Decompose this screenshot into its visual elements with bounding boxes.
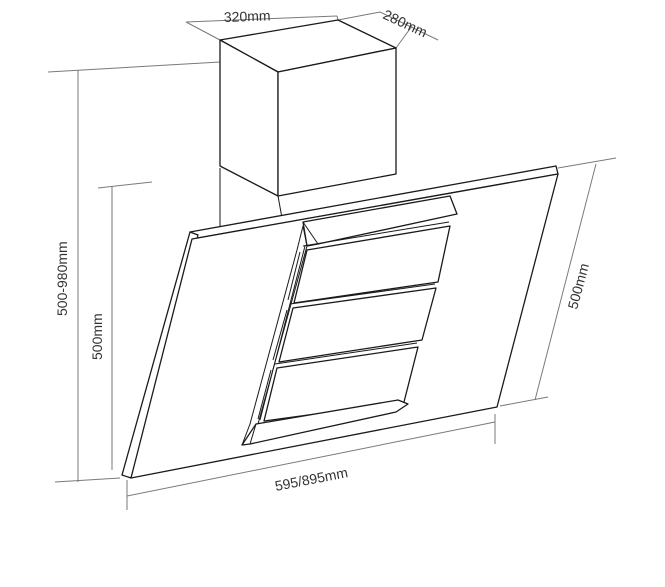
panel-top-bar-bevel [302,221,319,245]
chimney-depth-extension-top [337,11,381,21]
hood-width-label: 595/895mm [274,464,350,494]
panel-side-inner-line [259,245,306,421]
glass-height-extension-top [97,181,153,189]
panel-1-side-edge [287,251,301,301]
panel-3-side-edge [257,369,272,420]
glass-height-label: 500mm [89,313,105,360]
panel-bottom-bar [241,399,409,446]
hood-width-dimension-line [126,421,496,497]
panel-top-bar [302,195,458,247]
total-height-extension-top [47,61,221,73]
total-height-extension-bottom [54,477,121,483]
glass-depth-extension-bottom [499,396,549,407]
filter-panels [241,195,458,446]
chimney-depth-dimension-line [379,11,439,41]
chimney-right-face [277,47,397,197]
panel-3-top-edge [274,342,418,365]
panel-1 [293,225,451,304]
glass-depth-dimension-line [534,163,597,401]
chimney [219,19,397,228]
chimney-width-extension-right [336,15,339,21]
chimney-width-extension-left [185,21,221,41]
chimney-lower-edge-mid [277,195,283,219]
total-height-label: 500-980mm [54,241,70,316]
chimney-width-dimension-line [185,15,338,23]
panel-2-side-edge [272,309,288,361]
panel-2-top-edge [289,283,436,305]
chimney-width-label: 320mm [224,7,271,25]
glass-depth-extension-top [557,157,617,169]
panel-bottom-bar-bevel [249,423,257,445]
panel-1-top-edge [302,221,450,247]
chimney-depth-extension-right [395,25,413,49]
dimension-lines [47,11,617,510]
panel-2 [278,287,437,363]
